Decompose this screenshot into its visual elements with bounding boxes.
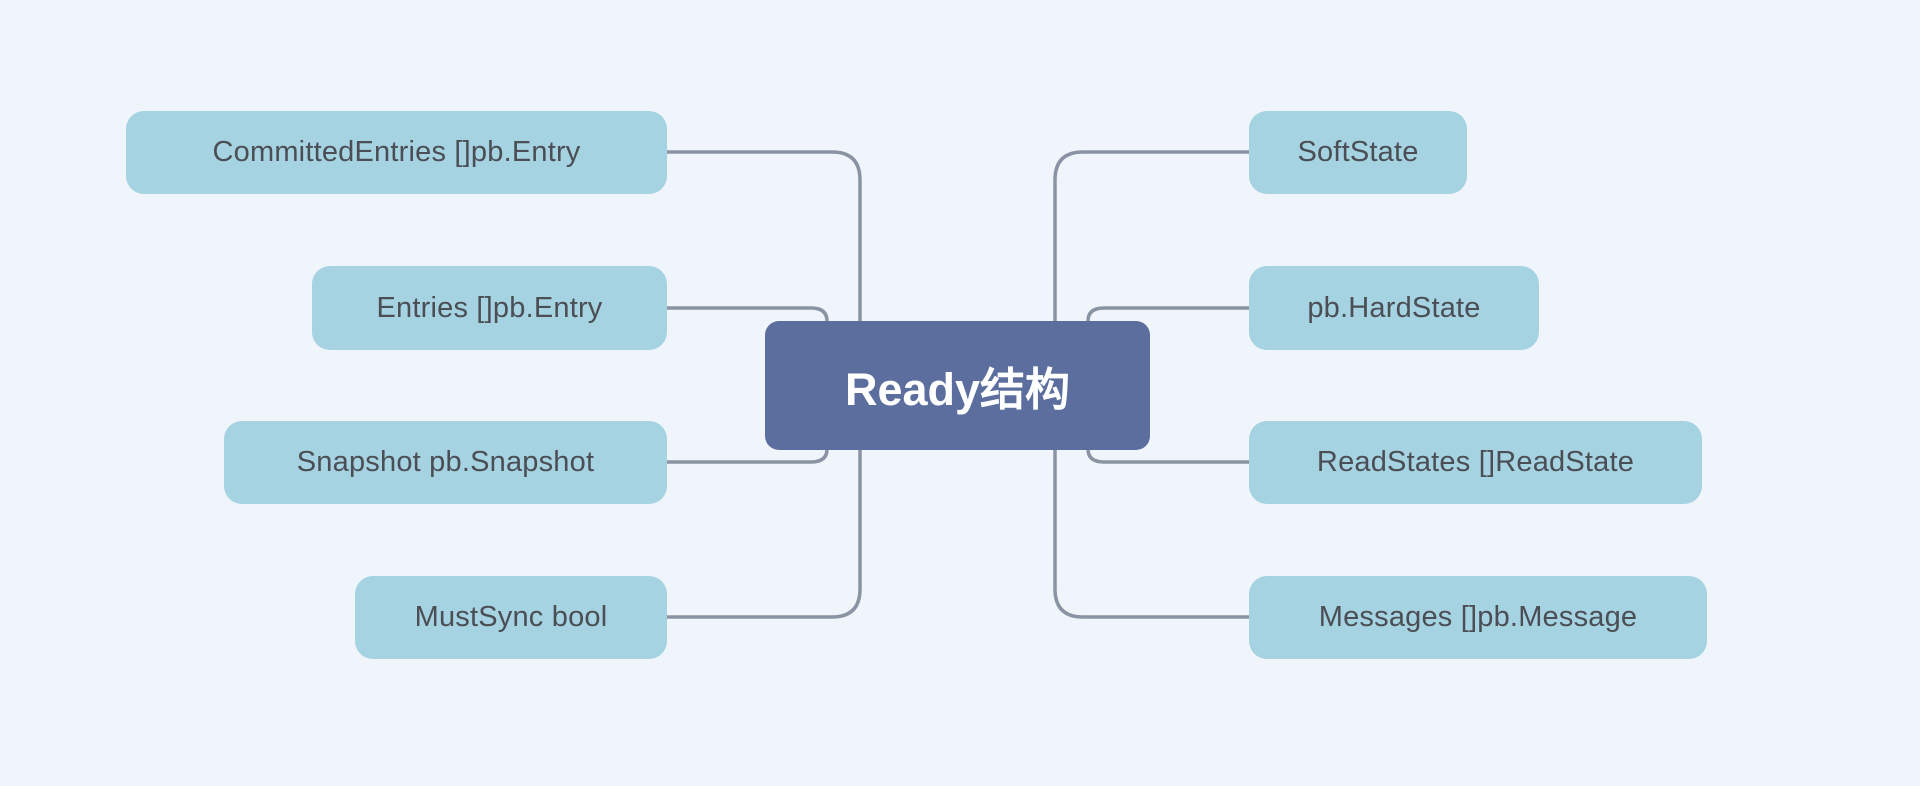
node-label: CommittedEntries []pb.Entry — [212, 136, 581, 168]
node-entries[interactable]: Entries []pb.Entry — [312, 266, 667, 350]
node-softstate[interactable]: SoftState — [1249, 111, 1467, 194]
connector-softstate — [1053, 150, 1251, 323]
center-node-ready[interactable]: Ready结构 — [765, 321, 1150, 450]
connector-snapshot — [665, 447, 829, 464]
node-mustsync[interactable]: MustSync bool — [355, 576, 667, 659]
connector-messages — [1053, 447, 1251, 619]
node-snapshot[interactable]: Snapshot pb.Snapshot — [224, 421, 667, 504]
connector-committed-entries — [665, 150, 862, 323]
connector-readstates — [1086, 447, 1251, 464]
node-label: MustSync bool — [414, 601, 608, 633]
connector-entries — [665, 306, 829, 323]
node-hardstate[interactable]: pb.HardState — [1249, 266, 1539, 350]
node-committed-entries[interactable]: CommittedEntries []pb.Entry — [126, 111, 667, 194]
node-label: Entries []pb.Entry — [376, 291, 603, 324]
node-label: SoftState — [1297, 136, 1419, 168]
center-node-label: Ready结构 — [844, 364, 1071, 415]
node-messages[interactable]: Messages []pb.Message — [1249, 576, 1707, 659]
connector-hardstate — [1086, 306, 1251, 323]
node-label: pb.HardState — [1307, 291, 1481, 324]
node-readstates[interactable]: ReadStates []ReadState — [1249, 421, 1702, 504]
node-label: Messages []pb.Message — [1318, 601, 1638, 633]
connector-mustsync — [665, 447, 862, 619]
node-label: ReadStates []ReadState — [1316, 446, 1635, 478]
node-label: Snapshot pb.Snapshot — [296, 446, 595, 478]
